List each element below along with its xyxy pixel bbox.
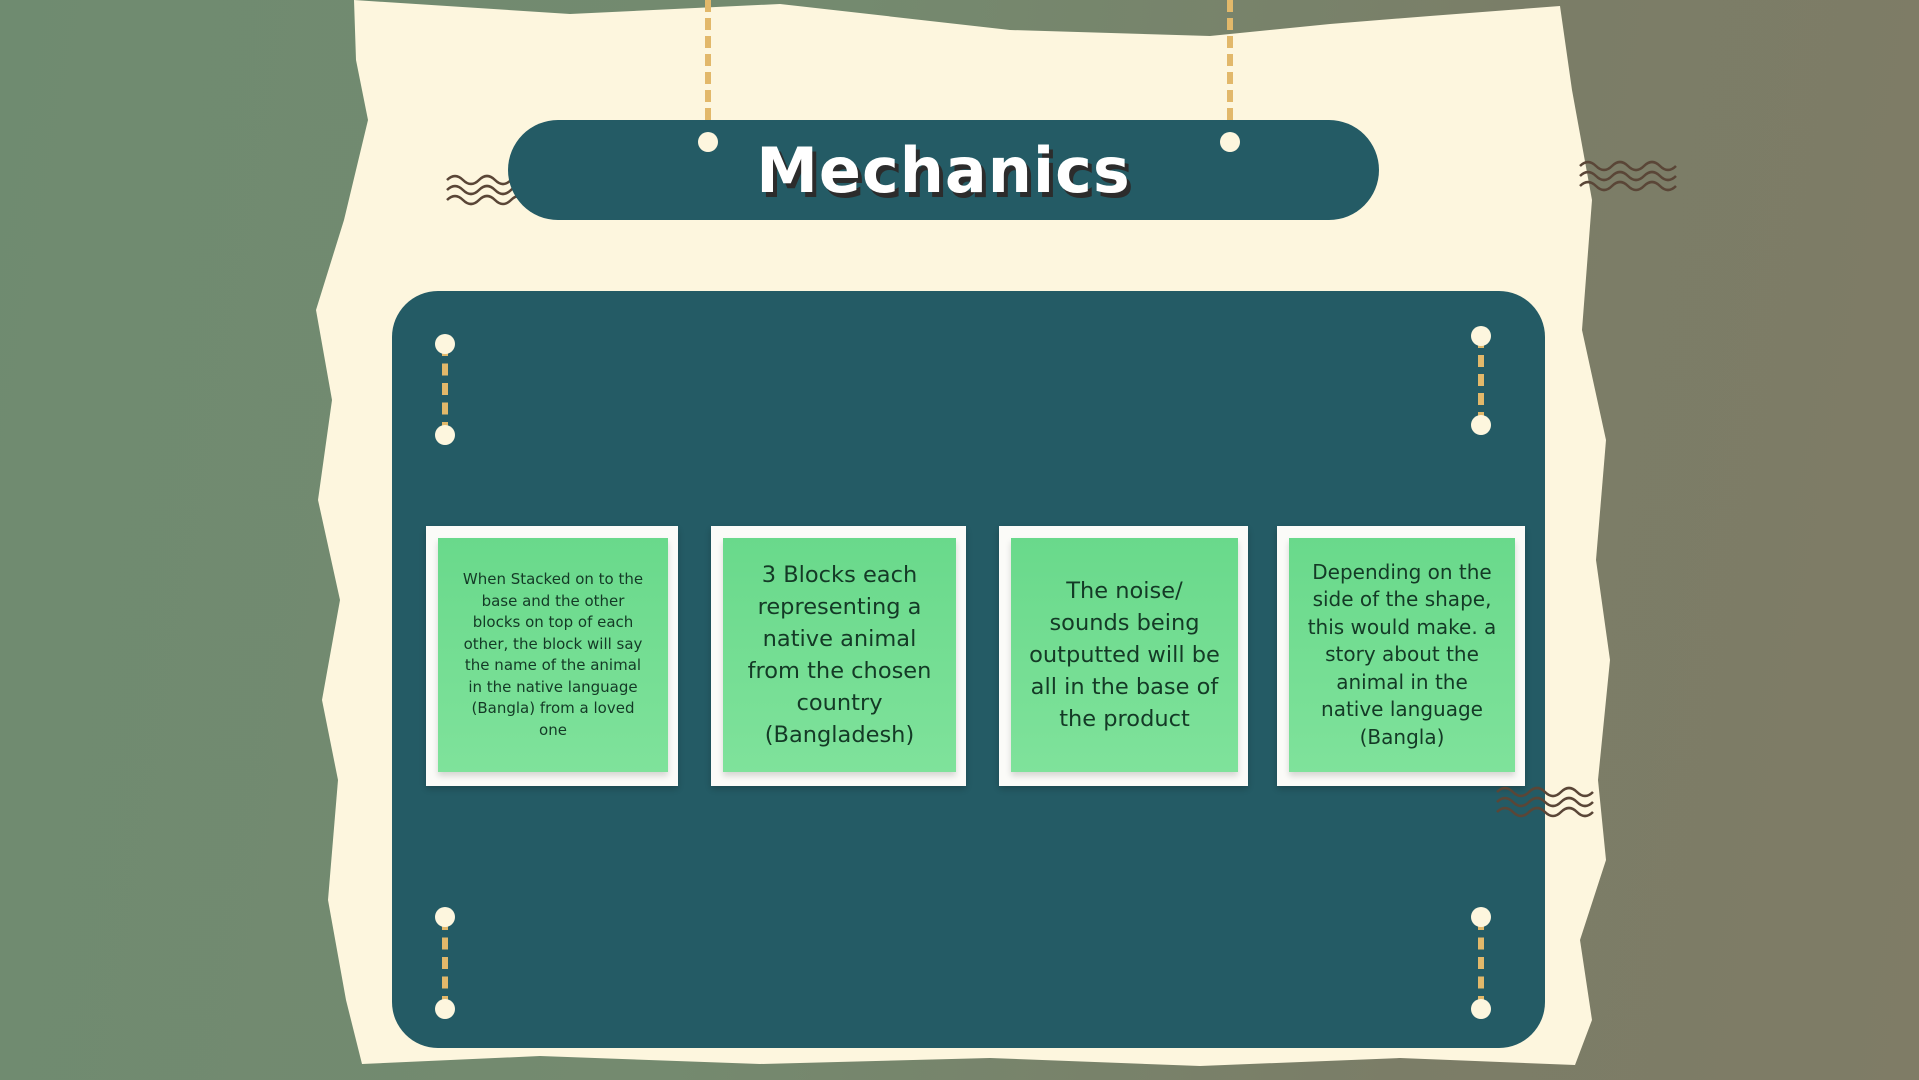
pin-dot	[1471, 907, 1491, 927]
sticky-note-card-2: 3 Blocks each representing a native anim…	[711, 526, 966, 786]
sticky-note-card-3: The noise/ sounds being outputted will b…	[999, 526, 1248, 786]
pin-string-top-right	[1478, 336, 1484, 424]
squiggle-decoration-right	[1579, 160, 1677, 192]
pin-dot	[1471, 415, 1491, 435]
pin-dot	[435, 907, 455, 927]
title-banner: Mechanics	[508, 120, 1379, 220]
pin-dot	[698, 132, 718, 152]
pin-dot	[435, 999, 455, 1019]
pin-dot	[435, 425, 455, 445]
squiggle-decoration-bottom-right	[1496, 786, 1594, 818]
page-title: Mechanics	[756, 133, 1131, 207]
pin-string-bottom-right	[1478, 918, 1484, 1008]
hanging-string-left	[705, 0, 711, 138]
sticky-note-text: Depending on the side of the shape, this…	[1289, 538, 1515, 772]
sticky-note-text: 3 Blocks each representing a native anim…	[723, 538, 956, 772]
sticky-note-card-4: Depending on the side of the shape, this…	[1277, 526, 1525, 786]
sticky-note-card-1: When Stacked on to the base and the othe…	[426, 526, 678, 786]
pin-string-top-left	[442, 344, 448, 434]
pin-dot	[1220, 132, 1240, 152]
pin-dot	[1471, 326, 1491, 346]
sticky-note-text: When Stacked on to the base and the othe…	[438, 538, 668, 772]
pin-string-bottom-left	[442, 918, 448, 1008]
pin-dot	[435, 334, 455, 354]
sticky-note-text: The noise/ sounds being outputted will b…	[1011, 538, 1238, 772]
pin-dot	[1471, 999, 1491, 1019]
hanging-string-right	[1227, 0, 1233, 138]
